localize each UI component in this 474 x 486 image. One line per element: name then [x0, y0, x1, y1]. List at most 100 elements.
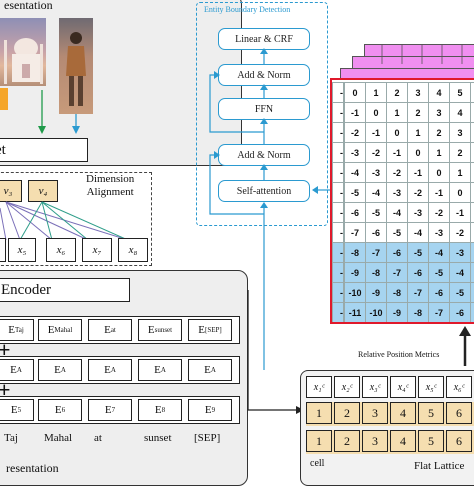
matrix-cell: -1	[449, 202, 471, 223]
matrix-partial-cell: -	[332, 82, 344, 103]
matrix-stack-grid-icon	[381, 44, 463, 64]
input-token: Mahal	[44, 432, 73, 444]
boundary-detection-title: Entity Boundary Detection	[204, 5, 291, 14]
v3-box: v₃	[0, 180, 22, 202]
matrix-cell: -5	[428, 262, 450, 283]
matrix-cell: 4	[428, 82, 450, 103]
segment-embedding-sub-text: A	[16, 366, 22, 374]
matrix-cell: -2	[344, 122, 366, 143]
token-embedding-cell-5: E[SEP]	[188, 319, 232, 341]
segment-embedding-sub-text: A	[110, 366, 116, 374]
lattice-header-cell: x₂ᶜ	[334, 376, 360, 398]
matrix-cell: 5	[470, 102, 474, 123]
lattice-value-cell: 1	[306, 430, 332, 452]
matrix-cell: -9	[344, 262, 366, 283]
matrix-cell: -3	[449, 242, 471, 263]
lattice-header-cell: x₅ᶜ	[418, 376, 444, 398]
matrix-cell: 2	[407, 102, 429, 123]
matrix-cell: -1	[386, 142, 408, 163]
matrix-partial-cell: -	[332, 282, 344, 303]
segment-embedding-sub-text: A	[60, 366, 66, 374]
segment-embedding-sub-text: A	[210, 366, 216, 374]
matrix-cell: -6	[344, 202, 366, 223]
token-embedding-main-text: E	[147, 324, 155, 336]
token-embedding-sub-text: sunset	[154, 326, 173, 334]
matrix-partial-cell: -	[332, 142, 344, 163]
segment-embedding-main-text: E	[104, 364, 111, 376]
matrix-cell: -7	[344, 222, 366, 243]
alignment-lines-icon	[0, 201, 129, 241]
panel-arrows-icon	[38, 90, 80, 134]
flat-lattice-caption: Flat Lattice	[414, 460, 465, 472]
v4-box: v₄	[28, 180, 58, 202]
matrix-cell: -3	[365, 162, 387, 183]
matrix-cell: -3	[407, 202, 429, 223]
matrix-cell: -3	[386, 182, 408, 203]
matrix-cell: -8	[386, 282, 408, 303]
matrix-cell: 0	[407, 142, 429, 163]
matrix-partial-cell: -	[332, 222, 344, 243]
matrix-cell: -8	[344, 242, 366, 263]
lattice-cell-label: cell	[310, 458, 325, 469]
matrix-cell: -5	[407, 242, 429, 263]
matrix-cell: -10	[365, 302, 387, 322]
matrix-cell: -2	[470, 242, 474, 263]
matrix-partial-cell: -	[332, 202, 344, 223]
sunset-label-box: et	[0, 138, 88, 162]
matrix-cell: -6	[386, 242, 408, 263]
matrix-cell: 1	[407, 122, 429, 143]
position-embedding-main-text: E	[10, 404, 18, 416]
matrix-cell: 2	[449, 142, 471, 163]
matrix-cell: 3	[407, 82, 429, 103]
dimension-alignment-label: Dimension Alignment	[86, 173, 135, 198]
matrix-cell: -4	[365, 182, 387, 203]
matrix-cell: 1	[449, 162, 471, 183]
matrix-cell: -1	[428, 182, 450, 203]
matrix-cell: -10	[344, 282, 366, 303]
matrix-partial-cell: -	[332, 302, 344, 322]
dimension-alignment-frame	[0, 172, 152, 266]
matrix-cell: -3	[470, 262, 474, 283]
image-panel-title: esentation	[4, 0, 53, 12]
matrix-cell: 2	[386, 82, 408, 103]
matrix-cell: -2	[365, 142, 387, 163]
lattice-value-cell: 3	[362, 402, 388, 424]
encoder-box: Encoder	[0, 278, 130, 302]
lattice-value-cell: 1	[306, 402, 332, 424]
plus-icon-1: +	[0, 337, 11, 362]
matrix-cell: 1	[470, 182, 474, 203]
taj-mahal-photo-2	[0, 18, 46, 86]
lattice-header-cell: x₆ᶜ	[446, 376, 472, 398]
segment-embedding-main-text: E	[54, 364, 61, 376]
embedding-panel-caption: resentation	[6, 461, 59, 475]
input-token: sunset	[144, 432, 172, 444]
token-embedding-sub-text: Mahal	[54, 326, 73, 334]
matrix-cell: -4	[386, 202, 408, 223]
matrix-cell: 3	[470, 142, 474, 163]
lattice-value-cell: 3	[362, 430, 388, 452]
matrix-cell: -4	[428, 242, 450, 263]
matrix-cell: -1	[407, 162, 429, 183]
x5-box: x₅	[8, 238, 36, 262]
lattice-value-cell: 2	[334, 430, 360, 452]
boundary-arrows-icon	[209, 48, 330, 370]
matrix-cell: -5	[365, 202, 387, 223]
matrix-cell: 0	[449, 182, 471, 203]
matrix-cell: -8	[407, 302, 429, 322]
token-embedding-main-text: E	[8, 324, 15, 336]
token-embedding-sub-text: Taj	[14, 326, 24, 334]
matrix-partial-cell: -	[332, 102, 344, 123]
matrix-cell: -6	[365, 222, 387, 243]
position-embedding-sub-text: 9	[211, 406, 216, 414]
matrix-cell: -3	[428, 222, 450, 243]
input-token: [SEP]	[194, 432, 221, 444]
matrix-cell: -4	[449, 262, 471, 283]
token-embedding-main-text: E	[47, 324, 55, 336]
